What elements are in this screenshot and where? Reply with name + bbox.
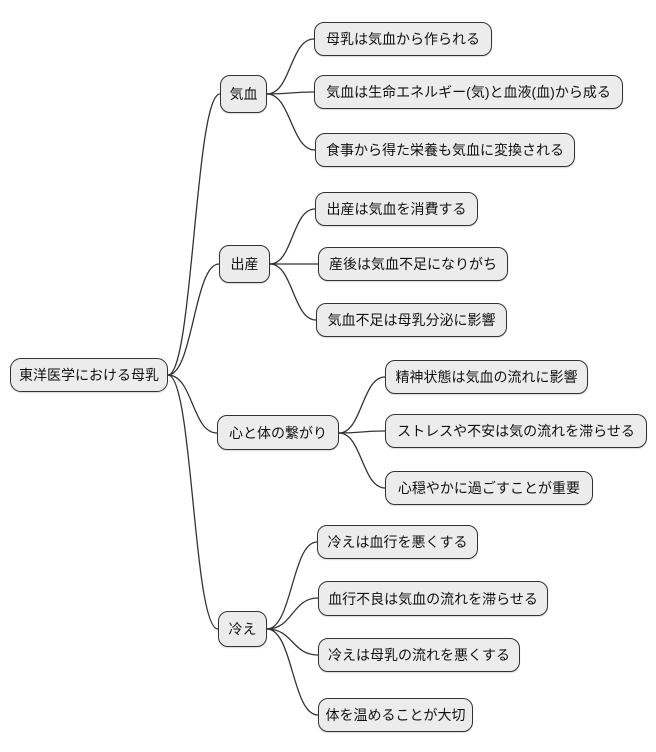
- edge-hie-3: [266, 628, 319, 656]
- edge-hie-4: [266, 628, 319, 716]
- branch-node-kiketsu: 気血: [220, 75, 267, 113]
- leaf-node: 冷えは母乳の流れを悪くする: [318, 638, 520, 672]
- leaf-node: ストレスや不安は気の流れを滞らせる: [385, 414, 647, 448]
- branch-node-hie: 冷え: [218, 611, 267, 647]
- leaf-node: 食事から得た栄養も気血に変換される: [315, 133, 575, 167]
- edge-shussan-3: [269, 263, 317, 321]
- edge-root-hie: [167, 374, 219, 630]
- leaf-node: 血行不良は気血の流れを滞らせる: [318, 581, 548, 616]
- edge-root-kokoro: [167, 374, 218, 434]
- leaf-node: 出産は気血を消費する: [315, 192, 478, 226]
- leaf-node: 気血は生命エネルギー(気)と血液(血)から成る: [314, 75, 623, 109]
- leaf-node: 心穏やかに過ごすことが重要: [385, 471, 593, 505]
- leaf-node: 精神状態は気血の流れに影響: [385, 360, 588, 394]
- leaf-node: 産後は気血不足になりがち: [318, 247, 508, 281]
- edge-hie-2: [266, 597, 319, 630]
- root-node: 東洋医学における母乳: [10, 358, 168, 392]
- edge-kokoro-1: [338, 376, 386, 434]
- leaf-node: 母乳は気血から作られる: [314, 22, 492, 56]
- branch-node-shussan: 出産: [219, 245, 270, 283]
- edge-kiketsu-1: [266, 38, 315, 95]
- leaf-node: 体を温めることが大切: [318, 698, 473, 732]
- leaf-node: 気血不足は母乳分泌に影響: [316, 303, 507, 337]
- leaf-node: 冷えは血行を悪くする: [317, 525, 478, 559]
- edge-kokoro-2: [338, 430, 386, 434]
- edge-kiketsu-2: [266, 91, 315, 95]
- edge-hie-1: [266, 541, 318, 630]
- branch-node-kokoro-to-karada: 心と体の繋がり: [217, 415, 339, 450]
- edge-root-kiketsu: [167, 93, 221, 376]
- edge-kiketsu-3: [266, 93, 316, 151]
- edge-kokoro-3: [338, 432, 386, 489]
- edge-root-shussan: [167, 263, 220, 376]
- edge-shussan-1: [269, 208, 316, 265]
